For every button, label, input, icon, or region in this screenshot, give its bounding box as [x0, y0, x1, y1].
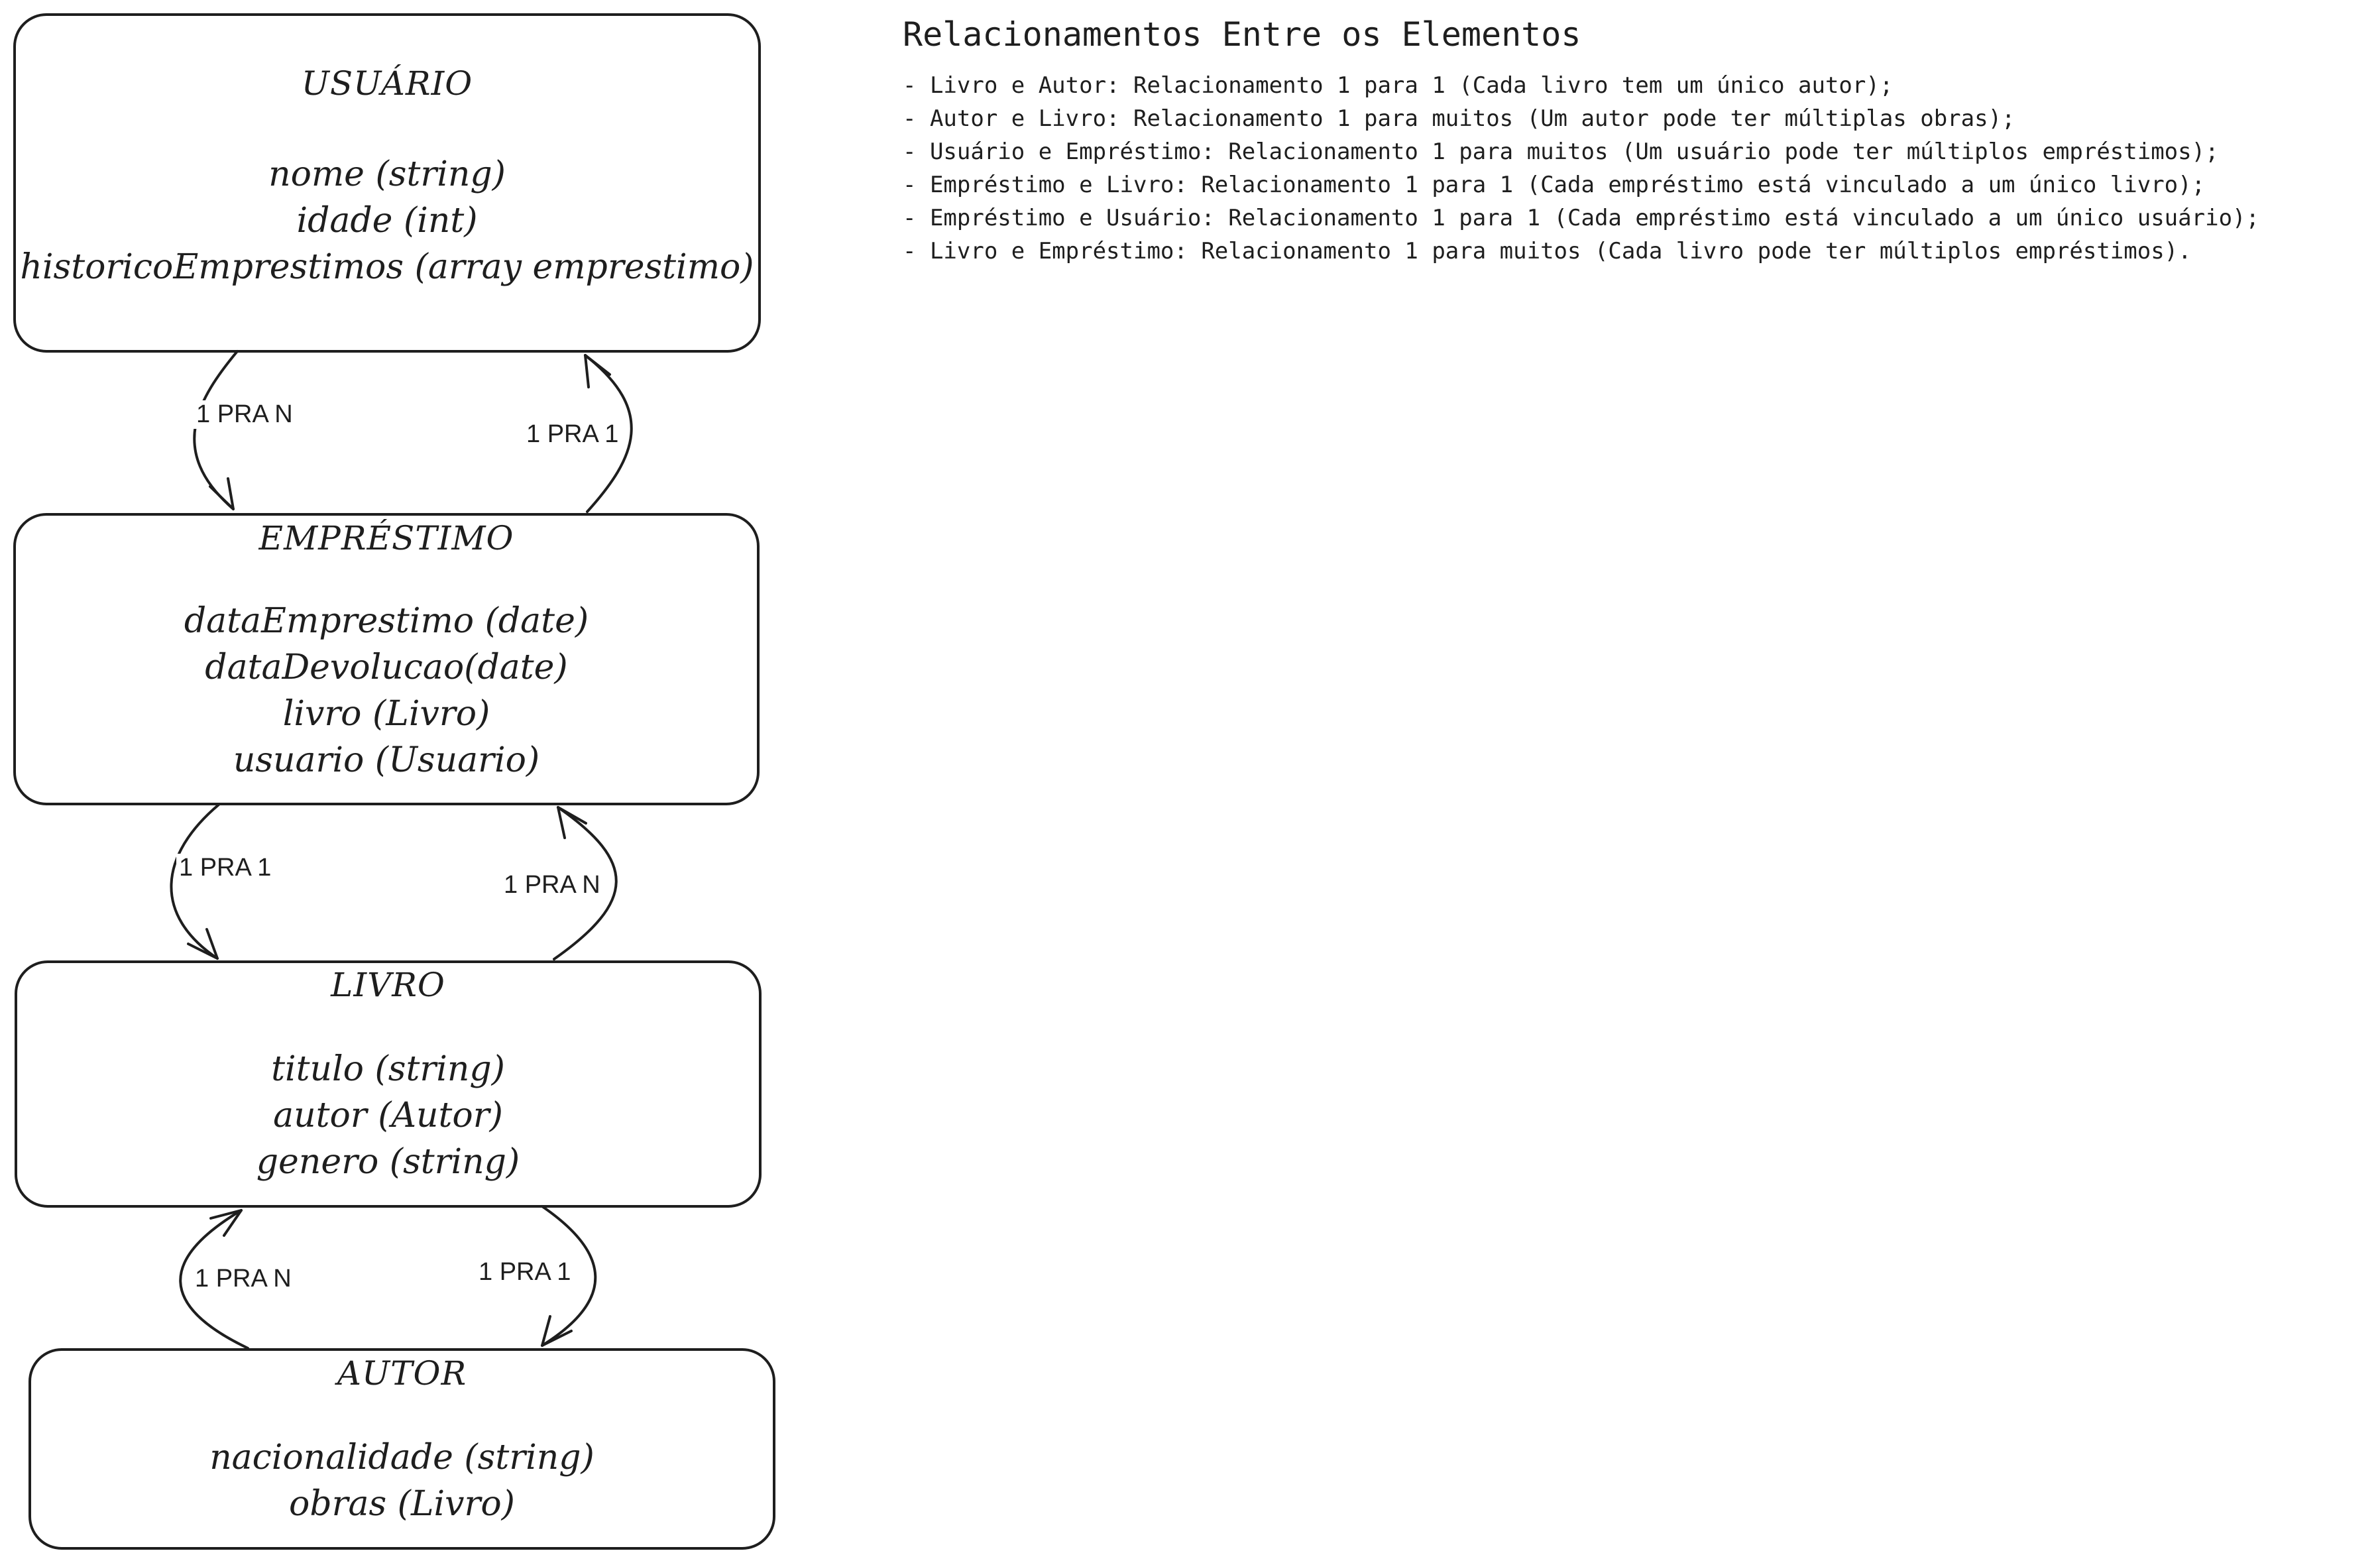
livro-box[interactable] — [15, 960, 762, 1208]
relationship-notes: Relacionamentos Entre os Elementos - Liv… — [903, 11, 2374, 268]
label-livro-to-autor: 1 PRA 1 — [476, 1258, 574, 1287]
arrowhead-livro-to-autor — [541, 1315, 573, 1347]
livro-title: LIVRO — [331, 966, 445, 1004]
note-item: - Livro e Autor: Relacionamento 1 para 1… — [903, 72, 1894, 99]
arrowhead-autor-to-livro — [209, 1209, 243, 1237]
note-item: - Autor e Livro: Relacionamento 1 para m… — [903, 105, 2015, 132]
autor-box[interactable] — [28, 1348, 775, 1550]
emprestimo-attr-usuario: usuario (Usuario) — [233, 740, 540, 780]
label-emprestimo-to-livro: 1 PRA 1 — [176, 854, 274, 882]
arrow-livro-to-autor — [541, 1205, 597, 1347]
livro-attr-genero: genero (string) — [256, 1142, 520, 1182]
arrow-usuario-to-emprestimo — [193, 350, 239, 510]
label-usuario-to-emprestimo: 1 PRA N — [194, 400, 296, 429]
emprestimo-attr-livro: livro (Livro) — [282, 694, 490, 734]
emprestimo-attr-data-emprestimo: dataEmprestimo (date) — [184, 601, 589, 641]
note-item: - Usuário e Empréstimo: Relacionamento 1… — [903, 139, 2219, 165]
livro-entity: LIVRO titulo (string) autor (Autor) gene… — [16, 965, 760, 1185]
usuario-title: USUÁRIO — [301, 64, 473, 103]
autor-attr-nacionalidade: nacionalidade (string) — [209, 1438, 595, 1477]
emprestimo-box[interactable] — [13, 513, 760, 805]
arrowhead-emprestimo-to-usuario — [584, 354, 611, 388]
arrow-livro-to-emprestimo — [553, 806, 618, 960]
arrowhead-usuario-to-emprestimo — [209, 477, 235, 510]
autor-title: AUTOR — [337, 1354, 467, 1393]
arrow-autor-to-livro — [179, 1209, 249, 1350]
label-autor-to-livro: 1 PRA N — [192, 1265, 294, 1293]
autor-entity: AUTOR nacionalidade (string) obras (Livr… — [30, 1353, 774, 1527]
usuario-attr-nome: nome (string) — [268, 154, 506, 194]
label-livro-to-emprestimo: 1 PRA N — [501, 871, 603, 899]
autor-attr-obras: obras (Livro) — [289, 1484, 515, 1524]
emprestimo-entity: EMPRÉSTIMO dataEmprestimo (date) dataDev… — [15, 518, 758, 783]
livro-attr-titulo: titulo (string) — [271, 1049, 505, 1089]
arrow-emprestimo-to-usuario — [584, 354, 633, 513]
note-item: - Livro e Empréstimo: Relacionamento 1 p… — [903, 238, 2192, 264]
usuario-entity: USUÁRIO nome (string) idade (int) histor… — [15, 64, 760, 290]
emprestimo-attr-data-devolucao: dataDevolucao(date) — [205, 648, 568, 687]
notes-title: Relacionamentos Entre os Elementos — [903, 15, 1581, 54]
arrowhead-emprestimo-to-livro — [187, 928, 219, 960]
note-item: - Empréstimo e Livro: Relacionamento 1 p… — [903, 172, 2206, 198]
emprestimo-title: EMPRÉSTIMO — [258, 519, 514, 557]
notes-list: - Livro e Autor: Relacionamento 1 para 1… — [903, 69, 2374, 268]
label-emprestimo-to-usuario: 1 PRA 1 — [524, 420, 622, 449]
arrowhead-livro-to-emprestimo — [557, 806, 587, 839]
usuario-attr-historico: historicoEmprestimos (array emprestimo) — [20, 247, 754, 287]
usuario-attr-idade: idade (int) — [296, 201, 478, 241]
usuario-box[interactable] — [13, 13, 761, 353]
livro-attr-autor: autor (Autor) — [273, 1096, 503, 1135]
note-item: - Empréstimo e Usuário: Relacionamento 1… — [903, 205, 2259, 231]
arrow-emprestimo-to-livro — [170, 803, 220, 960]
